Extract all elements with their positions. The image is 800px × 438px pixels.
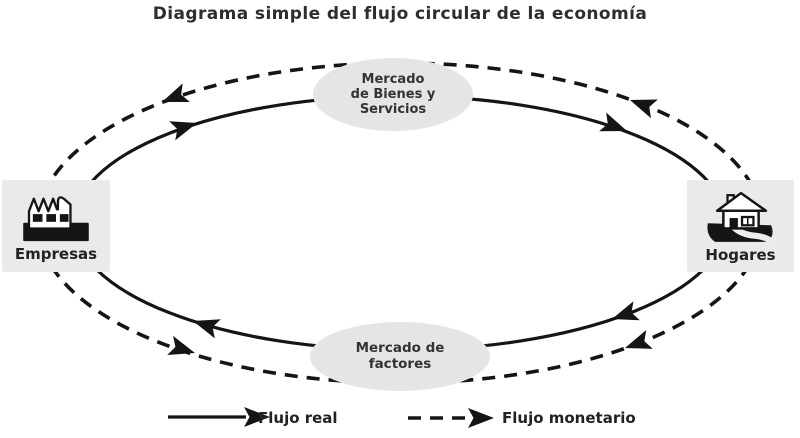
real-flow-arrowhead bbox=[169, 113, 201, 141]
node-firms: Empresas bbox=[2, 180, 110, 272]
monetary-flow-arrowhead bbox=[158, 83, 190, 112]
node-goods-market: Mercado de Bienes y Servicios bbox=[313, 58, 473, 131]
legend-real-label: Flujo real bbox=[258, 409, 338, 427]
node-households: Hogares bbox=[687, 180, 794, 272]
monetary-flow-arrowhead bbox=[626, 90, 658, 119]
node-factor-market: Mercado de factores bbox=[310, 322, 490, 391]
goods-market-label: Mercado de Bienes y Servicios bbox=[350, 71, 436, 118]
legend-monetary-arrow bbox=[408, 408, 494, 428]
house-icon bbox=[706, 191, 774, 244]
diagram-title: Diagrama simple del flujo circular de la… bbox=[152, 4, 648, 24]
factor-market-label: Mercado de factores bbox=[355, 339, 445, 372]
monetary-flow-arrowhead bbox=[167, 335, 198, 363]
real-flow-arrowhead bbox=[189, 311, 221, 339]
real-flow-arrowhead bbox=[608, 301, 640, 329]
legend-monetary-label: Flujo monetario bbox=[502, 409, 636, 427]
firms-label: Empresas bbox=[14, 244, 98, 263]
households-label: Hogares bbox=[705, 245, 776, 264]
real-flow-arrowhead bbox=[599, 112, 631, 141]
monetary-flow-arrowhead bbox=[621, 329, 653, 358]
legend-real-arrow bbox=[168, 407, 270, 427]
factory-icon bbox=[23, 195, 89, 241]
